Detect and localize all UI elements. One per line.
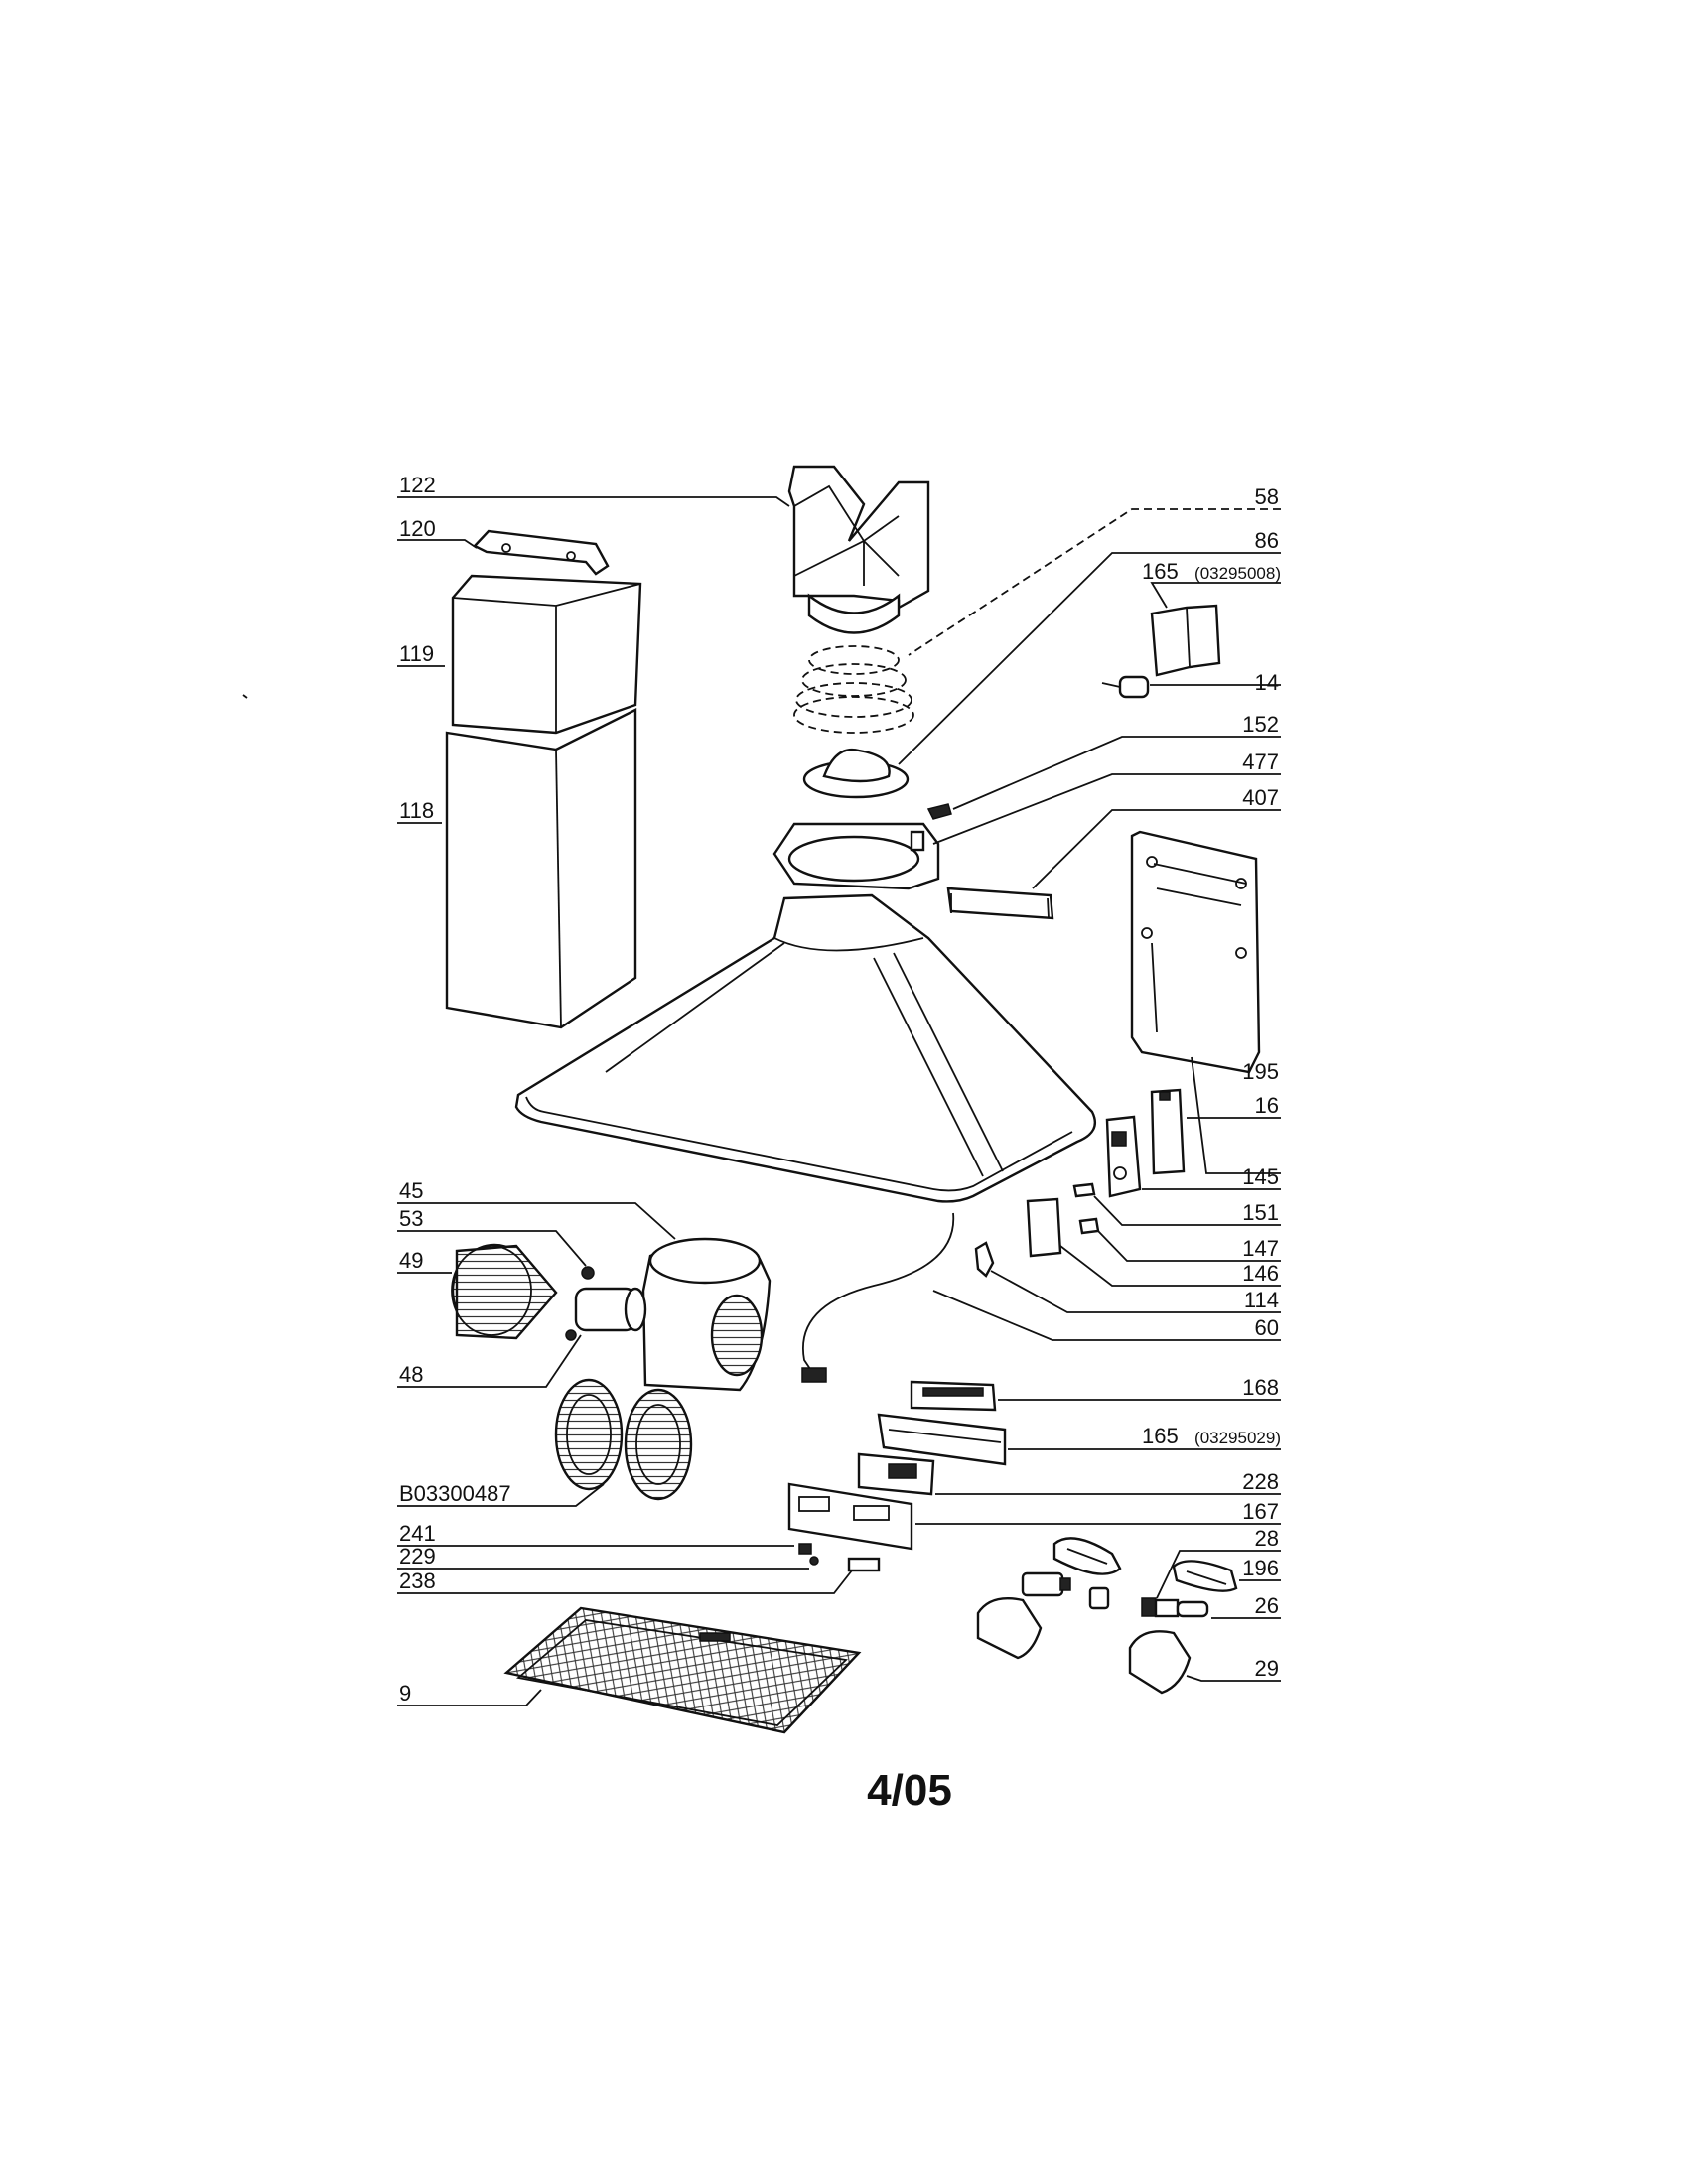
callout-B03300487: B03300487: [399, 1481, 511, 1506]
button-229-part: [809, 1556, 819, 1566]
lamp-holder-28-part: [1052, 1537, 1122, 1575]
nut-part: [581, 1266, 595, 1280]
clip-147-part: [1078, 1217, 1100, 1235]
lamp-socket-left-part: [1021, 1571, 1110, 1610]
control-panel-cover-part: [910, 1380, 997, 1412]
callout-29: 29: [1255, 1656, 1279, 1681]
page-footer-code: 4/05: [867, 1766, 952, 1815]
callout-147: 147: [1242, 1236, 1279, 1261]
leader-lines: [397, 496, 1281, 1706]
callout-168: 168: [1242, 1375, 1279, 1400]
upper-chimney-part: [451, 574, 642, 735]
callout-48: 48: [399, 1362, 423, 1387]
stray-mark: [242, 694, 248, 699]
clip-151-part: [1072, 1182, 1096, 1198]
callout-146: 146: [1242, 1261, 1279, 1286]
callout-195: 195: [1242, 1059, 1279, 1084]
callout-407: 407: [1242, 785, 1279, 810]
callout-labels: 122 120 119 118 58 86 165 (03295008) 14 …: [399, 473, 1281, 1706]
grease-filter-part: [503, 1606, 862, 1734]
air-deflector-part: [787, 465, 930, 634]
capacitor-part: [1026, 1197, 1062, 1258]
flexible-duct-hose-part: [793, 645, 914, 734]
callout-28: 28: [1255, 1526, 1279, 1551]
callout-196: 196: [1242, 1556, 1279, 1580]
control-panel-front-part: [787, 1482, 913, 1551]
button-238-part: [847, 1557, 881, 1572]
callout-165-a-code: (03295008): [1194, 564, 1281, 583]
callout-167: 167: [1242, 1499, 1279, 1524]
check-valve-part: [802, 748, 910, 799]
lamp-cover-29-part: [1128, 1630, 1192, 1695]
callout-16: 16: [1255, 1093, 1279, 1118]
callout-86: 86: [1255, 528, 1279, 553]
control-bracket-part: [877, 1413, 1007, 1466]
hood-canopy-part: [514, 893, 1097, 1203]
motor-support-ring-part: [772, 822, 940, 890]
clip-part: [926, 803, 952, 820]
callout-9: 9: [399, 1681, 411, 1706]
blower-housing-part: [641, 1237, 772, 1392]
callout-58: 58: [1255, 484, 1279, 509]
callout-152: 152: [1242, 712, 1279, 737]
callout-165-b: 165: [1142, 1424, 1179, 1448]
callout-151: 151: [1242, 1200, 1279, 1225]
switch-housing-part: [1105, 1115, 1142, 1198]
callout-238: 238: [399, 1569, 436, 1593]
callout-45: 45: [399, 1178, 423, 1203]
callout-14: 14: [1255, 670, 1279, 695]
callout-229: 229: [399, 1544, 436, 1569]
lamp-cover-left-part: [976, 1596, 1043, 1660]
small-bracket-part: [946, 887, 1054, 920]
button-241-part: [798, 1543, 812, 1555]
callout-53: 53: [399, 1206, 423, 1231]
lower-chimney-part: [445, 708, 637, 1029]
callout-165-b-code: (03295029): [1194, 1429, 1281, 1447]
control-board-part: [857, 1452, 935, 1496]
callout-118: 118: [399, 798, 434, 823]
chimney-bracket-part: [473, 529, 610, 576]
callout-228: 228: [1242, 1469, 1279, 1494]
callout-114: 114: [1244, 1288, 1279, 1312]
callout-26: 26: [1255, 1593, 1279, 1618]
blower-wheel-part: [451, 1243, 558, 1340]
power-cord-part: [801, 1212, 955, 1383]
callout-241: 241: [399, 1521, 436, 1546]
callout-122: 122: [399, 473, 436, 497]
callout-119: 119: [399, 641, 434, 666]
callout-477: 477: [1242, 750, 1279, 774]
capacitor-14-part: [1101, 675, 1150, 699]
callout-49: 49: [399, 1248, 423, 1273]
motor-part: [565, 1287, 647, 1341]
cable-clamp-part: [974, 1241, 995, 1278]
back-panel-part: [1130, 830, 1261, 1074]
lamp-holder-196-part: [1172, 1560, 1238, 1592]
switch-cover-part: [1150, 1088, 1186, 1175]
bulb-26-part: [1141, 1597, 1209, 1618]
callout-145: 145: [1242, 1164, 1279, 1189]
charcoal-filters-part: [554, 1378, 693, 1501]
callout-60: 60: [1255, 1315, 1279, 1340]
terminal-block-part: [1150, 604, 1221, 677]
callout-165-a: 165: [1142, 559, 1179, 584]
callout-120: 120: [399, 516, 436, 541]
